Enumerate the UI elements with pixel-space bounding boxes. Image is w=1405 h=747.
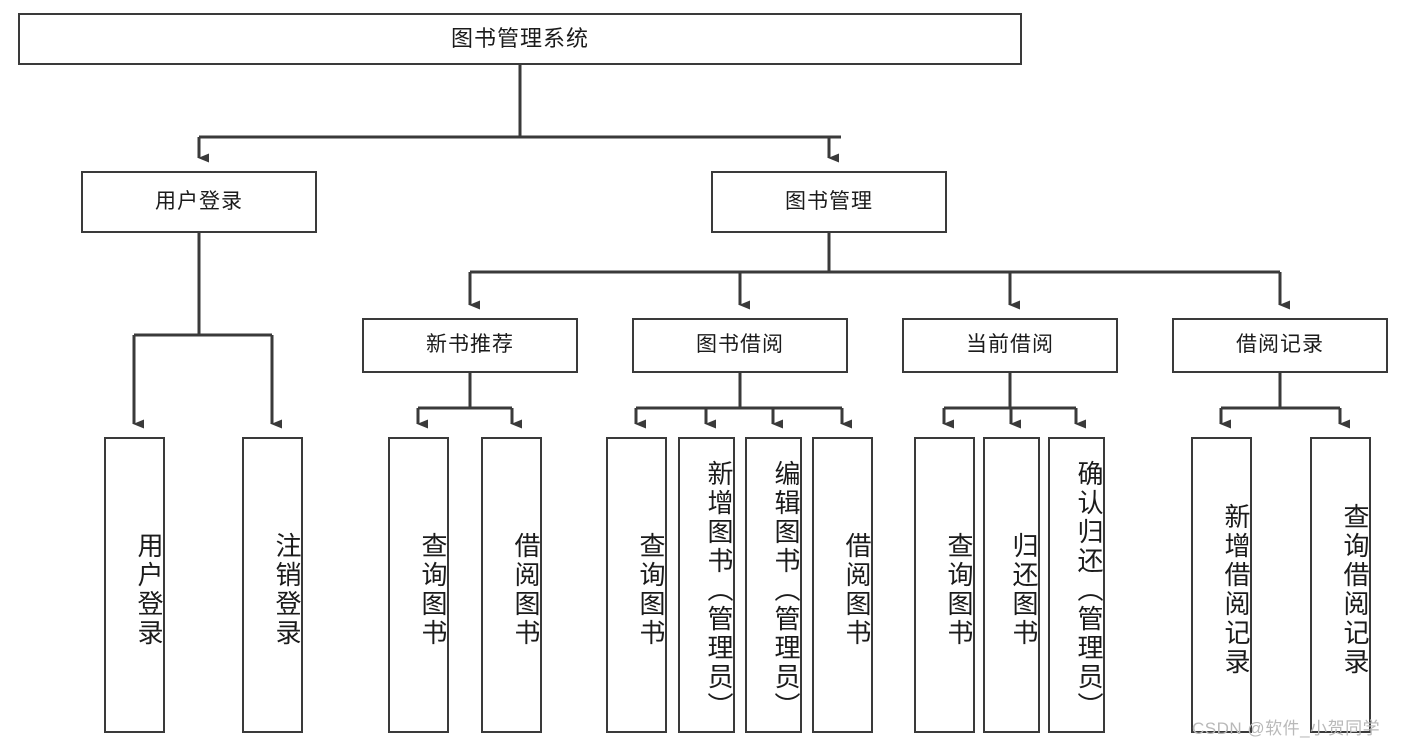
node-leaf-query-book-3[interactable]: 查询图书 (914, 437, 975, 733)
node-leaf-query-book-1-label: 查询图书 (418, 532, 448, 648)
node-leaf-borrow-book-1-label: 借阅图书 (511, 532, 541, 648)
node-leaf-query-book-1[interactable]: 查询图书 (388, 437, 449, 733)
edges-bookborrow-leaves (634, 373, 852, 429)
node-leaf-query-book-2-label: 查询图书 (636, 532, 666, 648)
node-borrow-record[interactable]: 借阅记录 (1172, 318, 1388, 373)
node-leaf-add-book[interactable]: 新增图书（管理员） (678, 437, 735, 733)
node-root-label: 图书管理系统 (450, 26, 589, 52)
node-current-borrow-label: 当前借阅 (966, 333, 1054, 357)
node-leaf-edit-book-label: 编辑图书（管理员） (771, 459, 801, 721)
node-root[interactable]: 图书管理系统 (18, 13, 1022, 65)
node-leaf-query-book-3-label: 查询图书 (944, 532, 974, 648)
node-leaf-add-record[interactable]: 新增借阅记录 (1191, 437, 1252, 733)
node-leaf-borrow-book-1[interactable]: 借阅图书 (481, 437, 542, 733)
node-leaf-return-book-label: 归还图书 (1009, 532, 1039, 648)
node-leaf-query-record[interactable]: 查询借阅记录 (1310, 437, 1371, 733)
node-book-borrow[interactable]: 图书借阅 (632, 318, 848, 373)
node-leaf-return-book[interactable]: 归还图书 (983, 437, 1040, 733)
node-leaf-user-login-label: 用户登录 (134, 532, 164, 648)
node-leaf-add-record-label: 新增借阅记录 (1221, 503, 1251, 677)
node-leaf-borrow-book-2-label: 借阅图书 (842, 532, 872, 648)
node-user-login[interactable]: 用户登录 (81, 171, 317, 233)
node-book-borrow-label: 图书借阅 (696, 333, 784, 357)
node-new-book-rec-label: 新书推荐 (426, 333, 514, 357)
node-leaf-confirm-return-label: 确认归还（管理员） (1074, 459, 1104, 721)
edges-borrowrecord-leaves (1219, 373, 1350, 429)
node-current-borrow[interactable]: 当前借阅 (902, 318, 1118, 373)
edges-userlogin-leaves (132, 233, 282, 429)
node-leaf-query-book-2[interactable]: 查询图书 (606, 437, 667, 733)
node-book-manage[interactable]: 图书管理 (711, 171, 947, 233)
node-leaf-query-record-label: 查询借阅记录 (1340, 503, 1370, 677)
node-book-manage-label: 图书管理 (785, 189, 873, 213)
node-new-book-rec[interactable]: 新书推荐 (362, 318, 578, 373)
node-user-login-label: 用户登录 (155, 189, 243, 213)
edges-currentborrow-leaves (942, 373, 1086, 429)
csdn-watermark: CSDN @软件_小贺同学 (1192, 719, 1381, 738)
node-leaf-edit-book[interactable]: 编辑图书（管理员） (745, 437, 802, 733)
node-borrow-record-label: 借阅记录 (1236, 333, 1324, 357)
node-leaf-logout[interactable]: 注销登录 (242, 437, 303, 733)
node-leaf-logout-label: 注销登录 (272, 532, 302, 648)
node-leaf-user-login[interactable]: 用户登录 (104, 437, 165, 733)
edges-newbook-leaves (416, 373, 522, 429)
node-leaf-confirm-return[interactable]: 确认归还（管理员） (1048, 437, 1105, 733)
node-leaf-borrow-book-2[interactable]: 借阅图书 (812, 437, 873, 733)
node-leaf-add-book-label: 新增图书（管理员） (704, 459, 734, 721)
edges-root-level1 (197, 65, 841, 163)
edges-bookmanage-level2 (468, 233, 1290, 310)
